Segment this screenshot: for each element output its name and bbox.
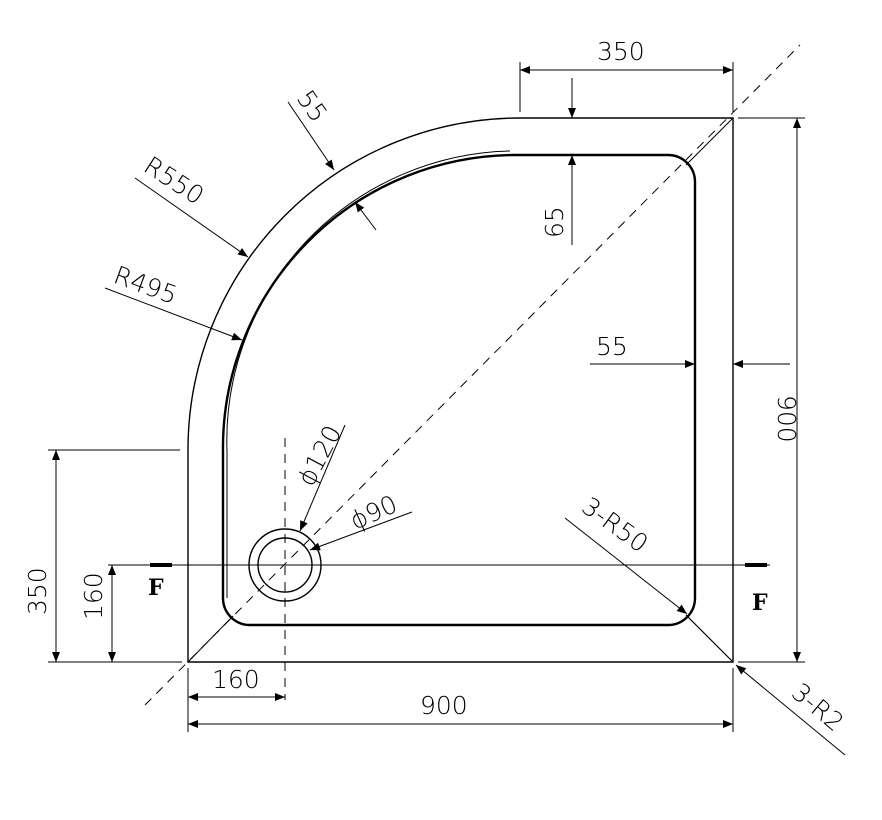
svg-text:R495: R495 — [110, 260, 181, 310]
dim-drain-outer: ϕ120 — [292, 421, 348, 532]
corner-line — [685, 117, 734, 166]
dim-width: 900 — [187, 668, 734, 732]
svg-text:3-R50: 3-R50 — [576, 491, 653, 558]
section-marker-left: F — [148, 575, 164, 601]
diagonal-centerline — [144, 44, 801, 706]
tray-inner-outline — [221, 153, 697, 627]
svg-text:350: 350 — [597, 37, 645, 66]
svg-text:160: 160 — [212, 665, 260, 694]
dim-height: 900 — [738, 117, 805, 663]
dim-outer-corner-radius: 3-R2 — [685, 614, 849, 756]
dim-top-rim: 65 — [540, 155, 576, 245]
svg-text:ϕ120: ϕ120 — [292, 421, 348, 491]
svg-text:ϕ90: ϕ90 — [346, 489, 402, 535]
dim-drain-y: 160 — [79, 565, 116, 662]
section-marker-right: F — [752, 590, 768, 616]
svg-text:65: 65 — [540, 206, 569, 238]
svg-text:R550: R550 — [139, 151, 209, 211]
tray-outer-outline — [187, 117, 734, 663]
dim-top-straight: 350 — [519, 37, 734, 112]
tray-inner-outline-lip — [226, 150, 511, 598]
dim-inner-radius: R495 — [104, 260, 243, 341]
svg-text:55: 55 — [291, 85, 333, 128]
svg-text:900: 900 — [420, 691, 468, 720]
svg-text:350: 350 — [23, 567, 52, 615]
dim-inner-corner-radius: 3-R50 — [564, 491, 688, 615]
dim-left-straight: 350 — [23, 449, 182, 663]
svg-text:3-R2: 3-R2 — [786, 677, 849, 737]
svg-text:160: 160 — [79, 572, 108, 620]
dim-right-rim: 55 — [590, 332, 790, 368]
svg-text:55: 55 — [596, 332, 628, 361]
dim-outer-radius: R550 — [134, 151, 249, 258]
svg-text:900: 900 — [772, 395, 801, 443]
dim-drain-x: 160 — [188, 665, 285, 701]
dim-drain-inner: ϕ90 — [309, 489, 413, 551]
